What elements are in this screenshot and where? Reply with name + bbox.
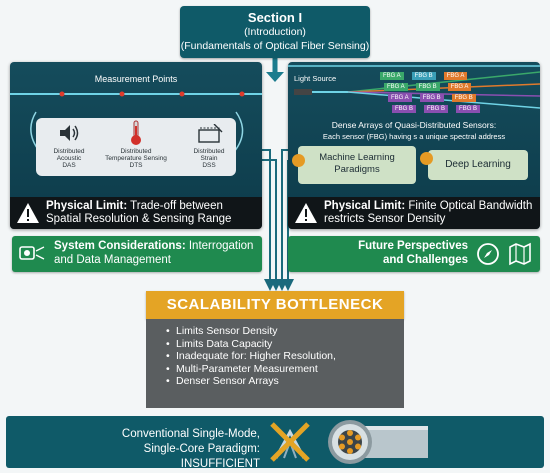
scalability-item-continued: Multi-Parameter Measurement xyxy=(166,363,404,376)
fbg-tag: FBG B xyxy=(415,83,440,91)
fbg-tag: FBG B xyxy=(411,72,436,80)
distributed-sensing-panel: Measurement Points Distributed Acoustic xyxy=(10,62,262,229)
arrays-title: Dense Arrays of Quasi-Distributed Sensor… xyxy=(331,120,497,130)
future-line-2: and Challenges xyxy=(383,254,468,266)
dl-node-icon xyxy=(420,152,433,165)
future-line-1: Future Perspectives xyxy=(358,240,468,252)
right-limit-bold: Physical Limit: xyxy=(324,200,406,212)
light-source-label: Light Source xyxy=(294,74,337,83)
future-text: Future Perspectives and Challenges xyxy=(328,239,468,267)
fbg-sensing-panel: Light Source FBG A FBG B FBG A FBG A FBG… xyxy=(288,62,540,229)
speaker-icon xyxy=(60,125,79,141)
fbg-row-3: FBG B FBG B FBG B xyxy=(392,105,481,113)
fbg-tag: FBG A xyxy=(447,83,472,91)
arrays-description: Each sensor (FBG) having s a unique spec… xyxy=(322,132,506,141)
fbg-row-1: FBG A FBG B FBG A xyxy=(384,83,472,91)
sensor-types-card: Distributed Acoustic DAS Distributed Tem… xyxy=(36,118,236,176)
section-title: Section I xyxy=(247,10,303,25)
map-icon xyxy=(509,242,531,266)
system-text: System Considerations: Interrogation and… xyxy=(54,239,253,267)
measurement-points-heading: Measurement Points xyxy=(94,74,178,84)
bottom-paradigm-bar: Conventional Single-Mode, Single-Core Pa… xyxy=(6,416,544,470)
thermometer-icon xyxy=(131,120,141,145)
camera-sensor-icon xyxy=(19,246,45,260)
arrow-to-panels-head xyxy=(266,72,284,82)
ml-node-icon xyxy=(292,154,305,167)
scalability-item: Inadequate for: Higher Resolution, xyxy=(166,350,404,363)
right-physical-limit: Physical Limit: Finite Optical Bandwidth… xyxy=(288,197,540,229)
warning-icon xyxy=(295,203,317,223)
compass-icon xyxy=(477,243,499,265)
system-text-1: Interrogation xyxy=(188,240,254,252)
fbg-row-2: FBG A FBG B FBG B xyxy=(388,94,476,102)
fbg-tag: FBG A xyxy=(380,72,404,80)
crossed-fiber-icon xyxy=(270,422,310,462)
fbg-network-icon xyxy=(288,65,540,109)
fbg-tag: FBG A xyxy=(388,94,412,102)
ml-paradigms-box: Machine Learning Paradigms xyxy=(298,146,416,184)
strain-gauge-icon xyxy=(198,124,223,143)
scalability-item: Limits Data Capacity xyxy=(166,338,404,351)
fbg-tag: FBG B xyxy=(419,94,444,102)
scalability-item: Limits Sensor Density xyxy=(166,325,404,338)
section-header: Section I (Introduction) (Fundamentals o… xyxy=(180,6,370,58)
flow-line-3 xyxy=(276,149,288,291)
section-subtitle: (Introduction) xyxy=(244,26,306,38)
right-limit-text-2: restricts Sensor Density xyxy=(324,213,446,225)
fbg-tag: FBG A xyxy=(443,72,468,80)
scalability-list: Limits Sensor Density Limits Data Capaci… xyxy=(146,319,404,408)
warning-icon xyxy=(17,203,39,223)
dts-label: Distributed Temperature Sensing DTS xyxy=(105,148,167,169)
left-limit-text-1: Trade-off between xyxy=(130,200,223,212)
system-bold: System Considerations: xyxy=(54,240,186,252)
flow-line-1 xyxy=(262,149,276,291)
bottom-text: Conventional Single-Mode, Single-Core Pa… xyxy=(90,427,260,472)
fbg-tag: FBG B xyxy=(451,94,476,102)
section-description: (Fundamentals of Optical Fiber Sensing) xyxy=(180,40,370,52)
dss-label: Distributed Strain DSS xyxy=(193,148,225,169)
ml-line-1: Machine Learning xyxy=(319,152,395,163)
right-limit-text-1: Finite Optical Bandwidth xyxy=(408,200,533,212)
flow-line-2 xyxy=(262,159,282,291)
fbg-tag: FBG B xyxy=(392,105,417,113)
dl-label: Deep Learning xyxy=(445,159,511,170)
das-label: Distributed Acoustic DAS xyxy=(53,148,85,169)
multicore-fiber-icon xyxy=(328,420,428,464)
future-perspectives-bar: Future Perspectives and Challenges xyxy=(288,236,540,272)
left-limit-text-2: Spatial Resolution & Sensing Range xyxy=(46,213,232,225)
scalability-item: Denser Sensor Arrays xyxy=(166,375,404,388)
ml-line-2: Paradigms xyxy=(334,164,380,175)
fbg-tag: FBG A xyxy=(384,83,408,91)
left-limit-bold: Physical Limit: xyxy=(46,200,128,212)
deep-learning-box: Deep Learning xyxy=(428,150,528,180)
scalability-title: SCALABILITY BOTTLENECK xyxy=(146,291,404,319)
bottom-line-2: Single-Core Paradigm: INSUFFICIENT xyxy=(143,443,260,470)
system-considerations-bar: System Considerations: Interrogation and… xyxy=(12,236,262,272)
bottom-line-1: Conventional Single-Mode, xyxy=(121,428,260,440)
fbg-tag: FBG B xyxy=(424,105,449,113)
fbg-tag: FBG B xyxy=(456,105,481,113)
left-physical-limit: Physical Limit: Trade-off between Spatia… xyxy=(10,197,262,229)
fbg-row-0: FBG A FBG B FBG A xyxy=(380,72,468,80)
system-text-2: and Data Management xyxy=(54,254,171,266)
